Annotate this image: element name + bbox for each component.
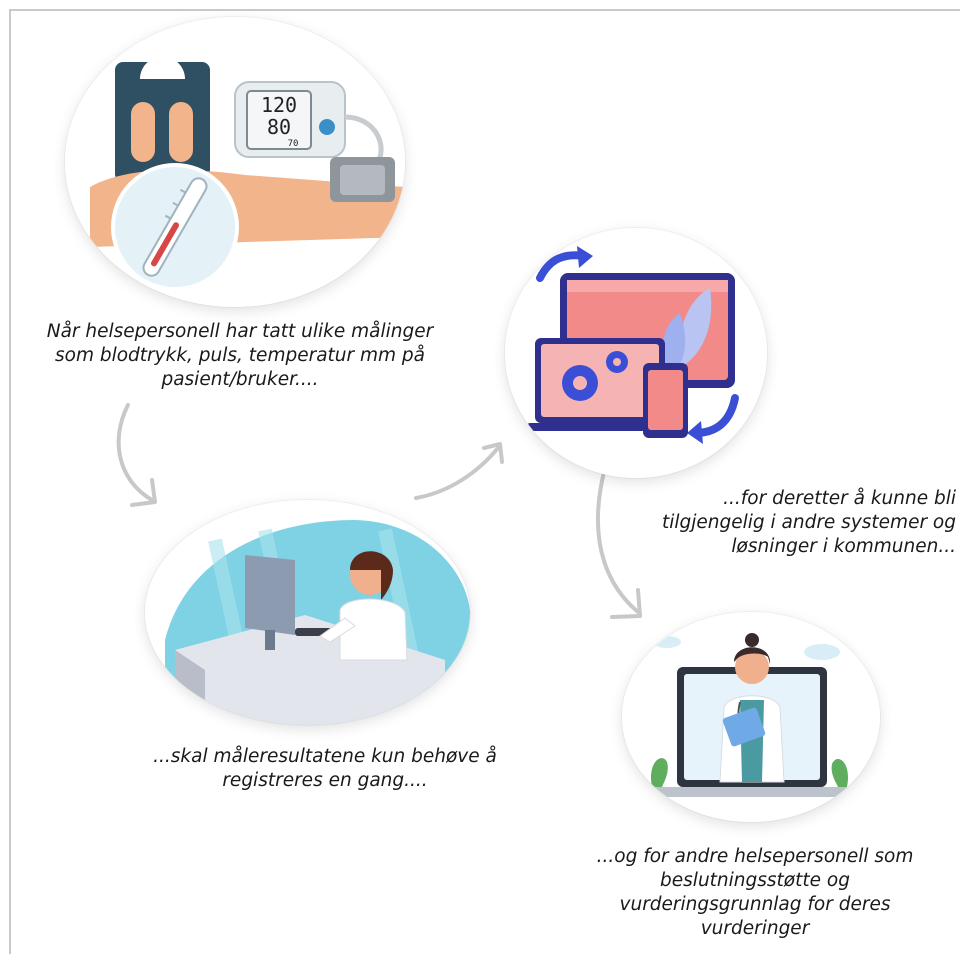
system-integration-icon bbox=[505, 228, 767, 478]
registration-bubble bbox=[145, 500, 470, 725]
caption-step-4: ...og for andre helsepersonell som beslu… bbox=[596, 846, 914, 939]
systems-bubble bbox=[505, 228, 767, 478]
doctor-bubble bbox=[622, 612, 880, 822]
svg-text:70: 70 bbox=[288, 139, 299, 149]
caption-step-1: Når helsepersonell har tatt ulike måling… bbox=[46, 321, 434, 390]
caption-step-3: ...for deretter å kunne bli tilgjengelig… bbox=[661, 488, 956, 557]
vitals-bubble: 120 80 70 bbox=[65, 17, 405, 307]
frame-border bbox=[9, 9, 960, 954]
caption-step-2: ...skal måleresultatene kun behøve å reg… bbox=[153, 746, 497, 791]
svg-text:120: 120 bbox=[261, 93, 297, 117]
svg-text:80: 80 bbox=[267, 115, 291, 139]
doctor-consultation-icon bbox=[622, 612, 880, 822]
computer-registration-icon bbox=[145, 500, 470, 725]
vitals-measurement-icon: 120 80 70 bbox=[65, 17, 405, 307]
